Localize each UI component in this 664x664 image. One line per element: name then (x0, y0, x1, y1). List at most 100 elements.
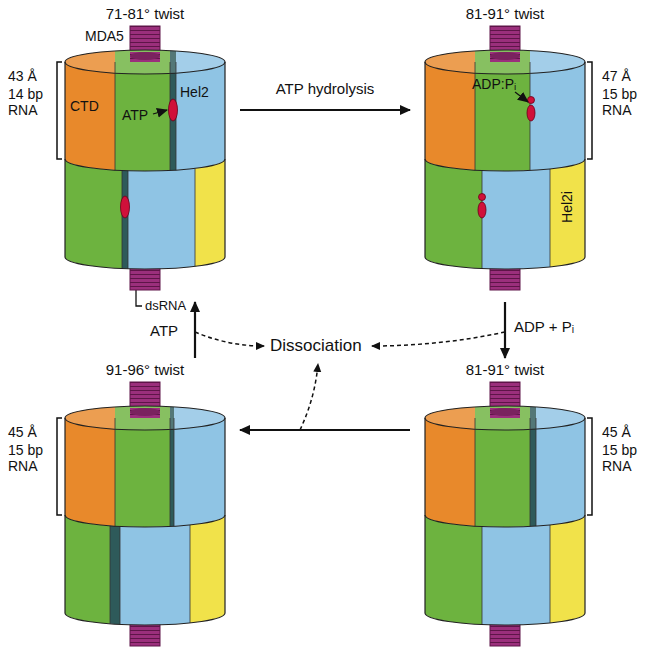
cycle-arrow (240, 429, 410, 431)
top-face (65, 406, 225, 430)
band-edge (530, 418, 531, 526)
leader-line (515, 92, 528, 102)
edge-label: ADP + Pᵢ (514, 318, 574, 336)
rna-length: 15 bp RNA (8, 442, 52, 474)
domain-band (65, 498, 110, 628)
band-edge (190, 525, 191, 623)
filament-segment: 81-91° twistADP:PᵢHel2i (410, 2, 600, 302)
domain-band (195, 142, 225, 272)
protein-name: MDA5 (85, 28, 124, 44)
dimension: 43 Å (8, 68, 37, 84)
band-edge (122, 170, 123, 268)
adp-molecule (478, 202, 486, 218)
band-edge (550, 169, 551, 267)
dsrna-leader (136, 290, 142, 306)
band-edge (174, 418, 175, 526)
domain-label: ATP (122, 107, 148, 123)
cycle-arrow (194, 302, 196, 358)
band-edge (475, 418, 476, 526)
band-edge (482, 526, 483, 624)
dimension: 47 Å (602, 68, 631, 84)
twist-heading: 81-91° twist (410, 358, 600, 379)
band-edge (482, 170, 483, 268)
tier-boundary (425, 515, 585, 527)
band-edge (110, 526, 111, 624)
rod-end (130, 408, 160, 416)
rod-end (490, 52, 520, 60)
cylinder-outline (65, 62, 225, 269)
cylinder-outline (425, 418, 585, 625)
top-face (425, 406, 585, 430)
band-edge (128, 171, 129, 269)
upper-tier (65, 42, 225, 172)
cylinder-outline (65, 418, 225, 625)
upper-tier (425, 398, 585, 528)
leader-line (153, 110, 167, 114)
band-edge (550, 525, 551, 623)
domain-band (482, 498, 550, 628)
phosphate (479, 194, 486, 201)
rna-length: 14 bp RNA (8, 86, 52, 118)
dimension: 45 Å (602, 424, 631, 440)
top-face (65, 50, 225, 74)
band-edge (115, 62, 116, 170)
top-face (425, 50, 585, 74)
dsrna-rod (130, 382, 160, 418)
atp-molecule (121, 196, 130, 218)
cycle-arrow (504, 302, 506, 358)
domain-label: ADP:Pᵢ (472, 76, 516, 92)
domain-label: Hel2i (559, 191, 575, 223)
filament-segment: 81-91° twist (410, 358, 600, 658)
band-edge (120, 526, 121, 624)
domain-band (65, 142, 122, 272)
dissociation-label: Dissociation (270, 336, 362, 356)
upper-tier (425, 42, 585, 172)
dsrna-rod (490, 52, 520, 62)
domain-band (482, 142, 550, 272)
dsrna-rod (130, 52, 160, 62)
lower-tier (425, 142, 585, 272)
dsrna-rod (130, 408, 160, 418)
domain-band (128, 142, 195, 272)
edge-label: ATP (150, 322, 178, 340)
domain-band (120, 498, 190, 628)
rna-length: 15 bp RNA (602, 86, 646, 118)
dsrna-rod (490, 382, 520, 418)
rod-end (490, 408, 520, 416)
lower-tier (65, 498, 225, 628)
filament-segment: 91-96° twist (50, 358, 240, 658)
domain-band (190, 498, 225, 628)
edge-label: ATP hydrolysis (276, 80, 375, 98)
band-edge (115, 418, 116, 526)
lower-tier (425, 498, 585, 628)
domain-label: CTD (70, 98, 99, 114)
tier-boundary (65, 515, 225, 527)
domain-label: Hel2 (180, 84, 209, 100)
adp-molecule (527, 105, 535, 121)
atp-molecule (169, 99, 178, 121)
domain-band (550, 142, 585, 272)
cylinder-figure (410, 358, 600, 658)
band-edge (170, 418, 171, 526)
twist-heading: 81-91° twist (410, 2, 600, 23)
band-edge (195, 168, 196, 266)
cylinder-figure (50, 2, 240, 302)
filament-segment: 71-81° twistCTD ATP Hel2 (50, 2, 240, 302)
cylinder-figure (50, 358, 240, 658)
band-edge (536, 418, 537, 526)
cylinder-figure (410, 2, 600, 302)
twist-heading: 71-81° twist (50, 2, 240, 23)
cycle-arrow (240, 109, 410, 111)
domain-band (425, 142, 482, 272)
cylinder-outline (425, 62, 585, 269)
domain-band (550, 498, 585, 628)
tier-boundary (65, 159, 225, 171)
dsrna-rod (490, 408, 520, 418)
dsrna-label: dsRNA (145, 298, 186, 314)
lower-tier (65, 142, 225, 272)
tier-boundary (425, 159, 585, 171)
phosphate (528, 97, 535, 104)
rna-length: 15 bp RNA (602, 442, 646, 474)
rod-end (130, 52, 160, 60)
dimension: 45 Å (8, 424, 37, 440)
